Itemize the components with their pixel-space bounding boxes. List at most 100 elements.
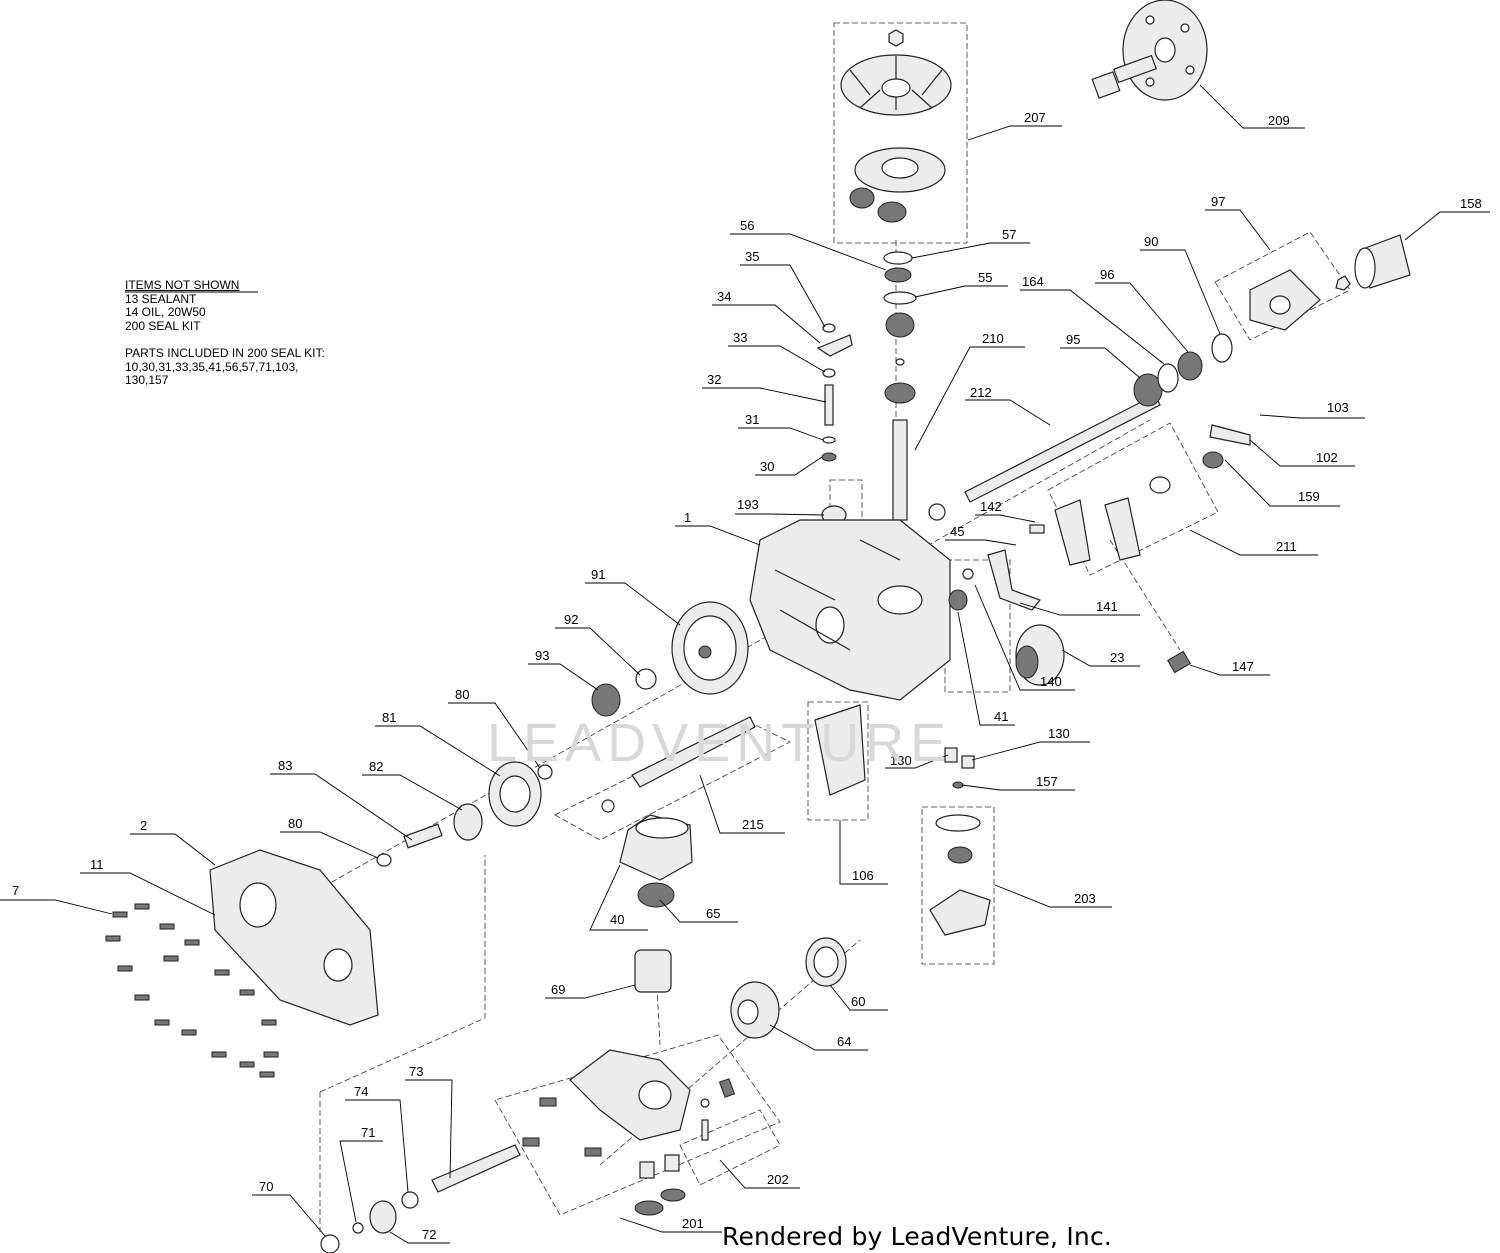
callout-73: 73 (409, 1064, 423, 1079)
callout-92: 92 (564, 612, 578, 627)
callout-203: 203 (1074, 891, 1096, 906)
part-96-seal (1177, 351, 1203, 381)
group-outline-202 (679, 1109, 781, 1186)
part-215-shaft (631, 716, 756, 788)
part-33-ring (822, 368, 836, 378)
callout-23: 23 (1110, 650, 1124, 665)
part-201-port (638, 1080, 672, 1110)
callout-64: 64 (837, 1034, 851, 1049)
callout-80-a: 80 (455, 687, 469, 702)
callout-65: 65 (706, 906, 720, 921)
part-130-plug-a (944, 747, 958, 763)
part-158-sleeve-end (1354, 247, 1376, 289)
callout-130-b: 130 (1048, 726, 1070, 741)
group-outline-106 (807, 701, 869, 821)
part-130-plug-b (961, 755, 975, 769)
items-not-shown-notes: ITEMS NOT SHOWN 13 SEALANT 14 OIL, 20W50… (125, 278, 325, 388)
notes-item: 13 SEALANT (125, 291, 197, 306)
group-outline-201 (494, 1034, 781, 1216)
part-202-pin (701, 1119, 709, 1141)
part-70-washer (320, 1234, 340, 1253)
callout-72: 72 (422, 1227, 436, 1242)
part-202-ball (700, 1098, 710, 1108)
seal-kit-line: 10,30,31,33,35,41,56,57,71,103, (125, 359, 299, 374)
part-102-link (1209, 424, 1251, 446)
callout-141: 141 (1096, 599, 1118, 614)
part-2-cover-boss (323, 948, 353, 982)
part-35-washer (822, 323, 836, 333)
part-gear-small (885, 312, 915, 338)
callout-80-b: 80 (288, 816, 302, 831)
part-30-seal (821, 452, 837, 462)
part-159-spring (1202, 451, 1224, 469)
part-key (895, 358, 905, 366)
part-147-spring (1167, 650, 1191, 674)
callout-157: 157 (1036, 774, 1058, 789)
part-157-oring (952, 781, 964, 789)
callout-142: 142 (980, 499, 1002, 514)
callout-193: 193 (737, 497, 759, 512)
callout-30: 30 (760, 459, 774, 474)
callouts: 209 207 56 57 35 55 34 33 210 32 31 30 1… (0, 84, 1490, 1244)
callout-102: 102 (1316, 450, 1338, 465)
part-202-spring (718, 1078, 736, 1098)
part-142-pin (1029, 524, 1045, 534)
part-2-cover (209, 849, 379, 1026)
part-90-circlip (1211, 333, 1233, 363)
part-74-washer (401, 1191, 419, 1209)
callout-33: 33 (733, 330, 747, 345)
callout-158: 158 (1460, 196, 1482, 211)
part-81-gear-web (499, 775, 531, 813)
part-56-seal (884, 267, 912, 283)
callout-106: 106 (852, 868, 874, 883)
callout-35: 35 (745, 249, 759, 264)
part-91-gear-hub (698, 645, 712, 659)
callout-201: 201 (682, 1216, 704, 1231)
part-55-washer (883, 291, 917, 305)
callout-81: 81 (382, 710, 396, 725)
part-71-ring (352, 1222, 364, 1234)
part-washer-linkage (1149, 476, 1171, 494)
callout-207: 207 (1024, 110, 1046, 125)
part-72-gear (369, 1200, 397, 1234)
callout-2: 2 (140, 818, 147, 833)
part-201-housing (569, 1049, 691, 1141)
part-83-pin (403, 823, 443, 849)
part-211-arm (1104, 497, 1141, 561)
callout-93: 93 (535, 648, 549, 663)
part-210-shaft (892, 419, 908, 521)
part-69-block (634, 949, 672, 993)
callout-57: 57 (1002, 227, 1016, 242)
part-73-shaft (431, 1144, 521, 1193)
part-106-guard (814, 704, 866, 796)
group-outline-lower (319, 855, 486, 1093)
callout-7: 7 (12, 883, 19, 898)
callout-34: 34 (717, 289, 731, 304)
callout-103: 103 (1327, 400, 1349, 415)
part-65-bearing (637, 882, 675, 908)
part-201-bolt-c (584, 1147, 602, 1157)
part-141-bracket (987, 549, 1041, 611)
part-201-bolt-b (522, 1137, 540, 1147)
callout-55: 55 (978, 270, 992, 285)
callout-70: 70 (259, 1179, 273, 1194)
part-60-seal-inner (813, 946, 839, 978)
callout-56: 56 (740, 218, 754, 233)
callout-60: 60 (851, 994, 865, 1009)
part-64-cylinder-bore (737, 999, 759, 1025)
housing-boss (815, 606, 845, 644)
callout-71: 71 (361, 1125, 375, 1140)
centerline-69 (654, 949, 661, 1046)
part-201-plug-b (664, 1154, 680, 1172)
part-80-washer-b (376, 853, 392, 867)
part-32-pin (824, 384, 834, 426)
part-203-ring (935, 814, 981, 832)
notes-item: 14 OIL, 20W50 (125, 305, 206, 319)
notes-item: 200 SEAL KIT (125, 318, 201, 333)
callout-69: 69 (551, 982, 565, 997)
part-201-seal-b (634, 1200, 664, 1216)
group-outline-203 (921, 806, 995, 965)
housing-bore (877, 585, 923, 615)
part-57-ring (883, 251, 913, 265)
seal-kit-line: 130,157 (125, 373, 169, 387)
